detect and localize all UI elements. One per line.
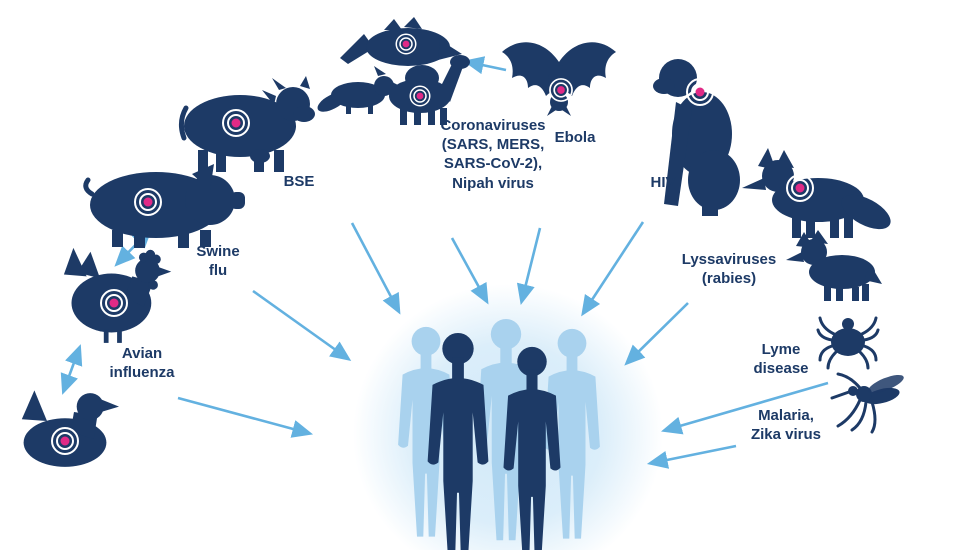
label-malaria-zika: Malaria, Zika virus xyxy=(750,407,822,444)
chimpanzee-icon xyxy=(653,59,740,216)
arrow-ebola-to-human xyxy=(516,227,542,306)
wolf-icon xyxy=(786,230,882,301)
infection-marker-cow xyxy=(222,109,250,137)
pig-icon xyxy=(83,164,245,248)
arrow-corona-to-human xyxy=(450,237,489,305)
infection-marker-camel xyxy=(409,85,431,107)
tick-icon xyxy=(816,316,880,370)
mosquito-icon xyxy=(830,372,904,434)
label-avian-influenza: Avian influenza xyxy=(109,345,175,382)
humans-group xyxy=(353,284,663,550)
civet-icon xyxy=(317,66,404,114)
label-ebola: Ebola xyxy=(554,129,596,146)
markers-layer xyxy=(51,33,814,455)
infection-marker-bat xyxy=(549,78,573,102)
infection-marker-pig xyxy=(134,188,162,216)
cow-icon xyxy=(178,76,315,172)
arrow-avian-to-human xyxy=(177,396,314,438)
label-bse: BSE xyxy=(283,173,315,190)
infection-marker-chimpanzee xyxy=(686,78,714,106)
arrow-bat-to-camel xyxy=(462,56,507,75)
arrow-bse-to-human xyxy=(350,222,401,315)
label-coronaviruses: Coronaviruses (SARS, MERS, SARS-CoV-2), … xyxy=(440,117,546,192)
arrow-hiv-to-human xyxy=(581,221,645,317)
infection-marker-fox xyxy=(786,174,814,202)
arrow-lyssa-to-human xyxy=(624,302,689,366)
label-lyssaviruses: Lyssaviruses (rabies) xyxy=(681,251,777,288)
infection-marker-chicken xyxy=(100,289,128,317)
label-swine-flu: Swine flu xyxy=(196,243,240,280)
infection-marker-duck xyxy=(51,427,79,455)
arrow-swine-to-human xyxy=(252,289,352,362)
arrow-lyme-to-human xyxy=(661,381,829,435)
arrows-layer xyxy=(60,56,829,469)
label-hiv: HIV xyxy=(650,174,676,191)
infection-marker-pangolin xyxy=(395,33,417,55)
pangolin-icon xyxy=(340,17,462,66)
arrow-duck-chicken xyxy=(60,344,83,395)
arrow-malaria-to-human xyxy=(646,444,737,469)
fox-icon xyxy=(742,148,891,238)
label-lyme-disease: Lyme disease xyxy=(753,341,809,378)
